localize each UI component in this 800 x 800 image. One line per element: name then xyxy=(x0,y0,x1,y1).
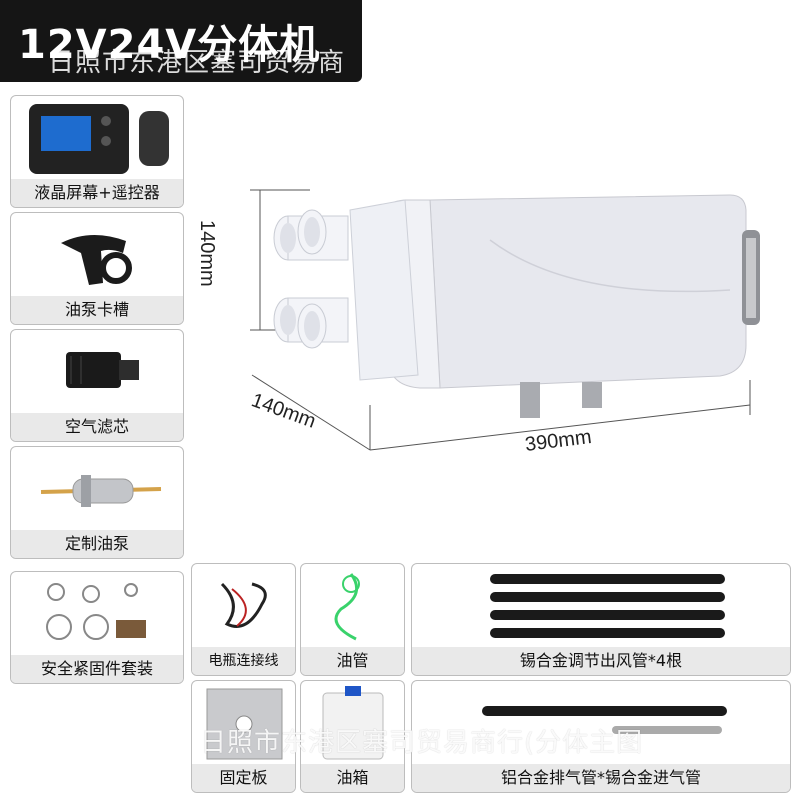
heater-unit-icon xyxy=(250,189,760,451)
part-card-fasteners: 安全紧固件套装 xyxy=(10,571,184,684)
fuel-line-icon xyxy=(301,564,404,649)
part-label: 油箱 xyxy=(301,764,404,792)
part-card-air-hoses: 锡合金调节出风管*4根 xyxy=(411,563,791,676)
part-label: 锡合金调节出风管*4根 xyxy=(412,647,790,675)
part-card-tank: 油箱 xyxy=(300,680,405,793)
part-card-lcd: 液晶屏幕+遥控器 xyxy=(10,95,184,208)
part-label: 空气滤芯 xyxy=(11,413,183,441)
fuel-pump-icon xyxy=(11,447,183,532)
mount-plate-icon xyxy=(192,681,295,766)
part-card-plate: 固定板 xyxy=(191,680,296,793)
part-label: 电瓶连接线 xyxy=(192,647,295,675)
pump-clamp-icon xyxy=(11,213,183,298)
battery-cable-icon xyxy=(192,564,295,649)
air-hose-icon xyxy=(412,564,790,649)
part-card-fuel-line: 油管 xyxy=(300,563,405,676)
part-card-filter: 空气滤芯 xyxy=(10,329,184,442)
fastener-kit-icon xyxy=(11,572,183,657)
part-card-cable: 电瓶连接线 xyxy=(191,563,296,676)
heater-illustration: 140mm 140mm 390mm xyxy=(190,150,790,470)
exhaust-pipe-icon xyxy=(412,681,790,766)
watermark-bottom: 日照市东港区塞司贸易商行(分体主图 xyxy=(200,728,644,758)
dimension-height: 140mm xyxy=(196,220,218,287)
part-card-pump: 定制油泵 xyxy=(10,446,184,559)
watermark-top: 日照市东港区塞司贸易商 xyxy=(48,48,346,78)
title-banner: 12V24V分体机 日照市东港区塞司贸易商 xyxy=(0,0,362,82)
part-label: 油管 xyxy=(301,647,404,675)
part-label: 安全紧固件套装 xyxy=(11,655,183,683)
part-label: 液晶屏幕+遥控器 xyxy=(11,179,183,207)
air-filter-icon xyxy=(11,330,183,415)
part-label: 油泵卡槽 xyxy=(11,296,183,324)
part-card-exhaust: 铝合金排气管*锡合金进气管 xyxy=(411,680,791,793)
part-label: 定制油泵 xyxy=(11,530,183,558)
part-label: 固定板 xyxy=(192,764,295,792)
part-label: 铝合金排气管*锡合金进气管 xyxy=(412,764,790,792)
lcd-remote-icon xyxy=(11,96,183,181)
part-card-clamp: 油泵卡槽 xyxy=(10,212,184,325)
fuel-tank-icon xyxy=(301,681,404,766)
product-title: 12V24V分体机 xyxy=(18,22,321,68)
